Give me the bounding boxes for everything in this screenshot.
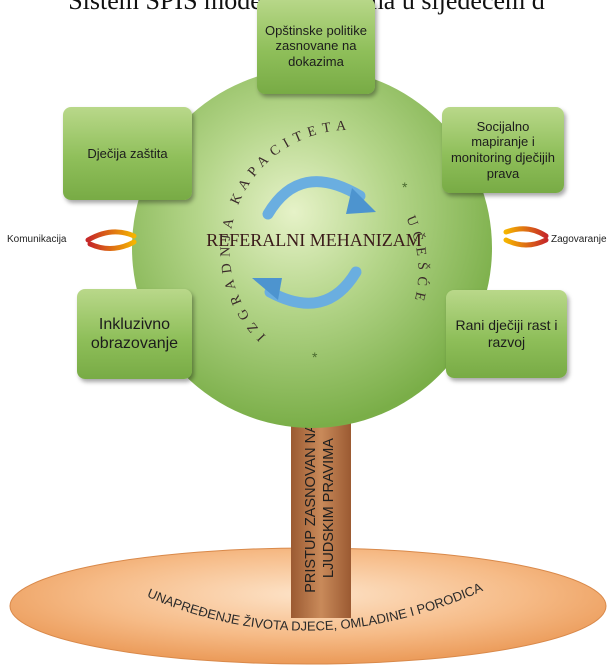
box-top-label: Opštinske politike zasnovane na dokazima <box>265 22 367 69</box>
trunk-label: PRISTUP ZASNOVAN NA LJUDSKIM PRAVIMA <box>303 423 337 593</box>
box-left-bottom-label: Inkluzivno obrazovanje <box>90 315 179 352</box>
box-left-top-label: Dječija zaštita <box>87 145 168 161</box>
main-circle <box>132 68 492 428</box>
left-ring-icon <box>85 229 137 251</box>
box-right-top-label: Socijalno mapiranje i monitoring dječiji… <box>450 118 556 181</box>
center-label: REFERALNI MEHANIZAM <box>206 230 422 250</box>
star-icon: * <box>312 349 318 365</box>
right-ring-icon <box>503 226 549 248</box>
star-icon: * <box>402 179 408 195</box>
side-label-right: Zagovaranje <box>551 234 607 245</box>
cycle-arrows-icon <box>252 176 376 309</box>
box-right-bottom-label: Rani dječiji rast i razvoj <box>455 317 558 350</box>
trunk <box>291 398 351 618</box>
box-right-bottom: Rani dječiji rast i razvoj <box>446 290 567 378</box>
box-left-bottom: Inkluzivno obrazovanje <box>77 289 192 379</box>
side-label-left: Komunikacija <box>7 234 67 245</box>
box-right-top: Socijalno mapiranje i monitoring dječiji… <box>442 107 564 193</box>
box-left-top: Dječija zaštita <box>63 107 192 200</box>
trunk-label-line1: PRISTUP ZASNOVAN NA <box>303 423 319 593</box>
trunk-label-line2: LJUDSKIM PRAVIMA <box>321 438 337 578</box>
box-top: Opštinske politike zasnovane na dokazima <box>257 0 375 94</box>
